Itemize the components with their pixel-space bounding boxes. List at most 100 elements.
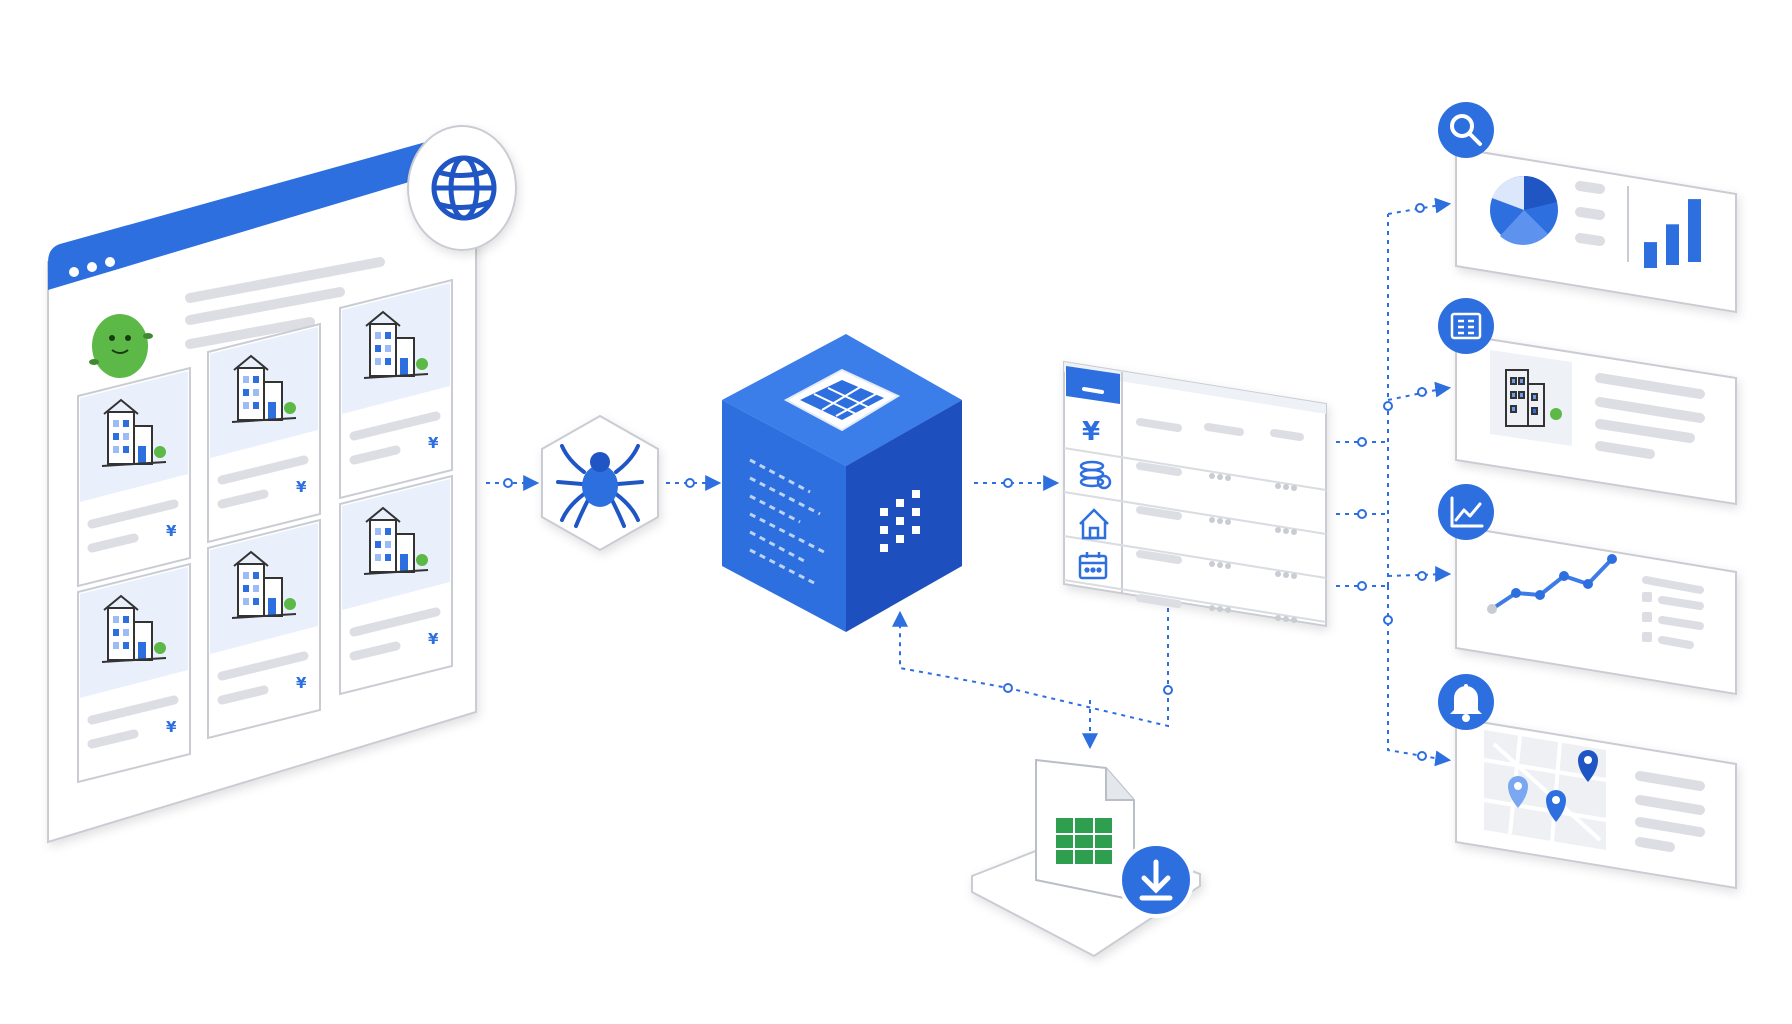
tree-icon xyxy=(416,358,428,370)
trend-point xyxy=(1583,579,1593,589)
window-dot-1[interactable] xyxy=(69,267,79,277)
pie-chart xyxy=(1490,175,1558,245)
grid-dot xyxy=(912,526,920,534)
bell-badge[interactable] xyxy=(1438,674,1494,730)
cube-right-face xyxy=(846,400,962,632)
listing-card[interactable]: ¥ xyxy=(207,322,321,544)
window-dot-3[interactable] xyxy=(105,257,115,267)
trend-badge[interactable] xyxy=(1438,484,1494,540)
price-yen-icon: ¥ xyxy=(428,434,439,452)
output-cards xyxy=(1438,102,1737,890)
grid-dot xyxy=(912,490,920,498)
map-pin-icon xyxy=(1508,750,1598,822)
trend-point xyxy=(1535,590,1545,600)
data-processing-cube[interactable] xyxy=(722,334,962,632)
tree-icon xyxy=(284,598,296,610)
bar xyxy=(1644,242,1657,268)
table-row[interactable] xyxy=(1063,579,1327,623)
grid-dot xyxy=(880,526,888,534)
building-icon xyxy=(101,398,167,467)
globe-badge[interactable] xyxy=(407,125,517,251)
table-header-cell xyxy=(1066,366,1120,404)
calendar-icon xyxy=(1078,552,1108,580)
grid-dot xyxy=(896,499,904,507)
legend-placeholder xyxy=(1575,181,1605,246)
search-icon xyxy=(1450,114,1482,146)
data-table[interactable]: ¥ xyxy=(1063,360,1327,628)
grid-dot xyxy=(912,508,920,516)
tree-icon xyxy=(154,642,166,654)
yen-icon: ¥ xyxy=(1082,417,1100,447)
browser-window: ¥ ¥ ¥ ¥ ¥ ¥ xyxy=(47,125,517,844)
trend-point xyxy=(1607,554,1617,564)
map-text-placeholder xyxy=(1635,771,1705,852)
listing-card[interactable]: ¥ xyxy=(339,278,453,500)
bar xyxy=(1666,224,1679,265)
building-icon xyxy=(101,594,167,663)
bar-chart xyxy=(1644,199,1701,268)
tree-icon xyxy=(416,554,428,566)
building-icon xyxy=(363,310,429,379)
header-text-placeholder xyxy=(185,257,385,349)
output-card-trend[interactable] xyxy=(1438,484,1737,696)
bar xyxy=(1688,199,1701,262)
listing-card[interactable]: ¥ xyxy=(77,562,191,784)
price-yen-icon: ¥ xyxy=(296,478,307,496)
tree-icon xyxy=(154,446,166,458)
detail-text-placeholder xyxy=(1595,373,1705,459)
coins-icon xyxy=(1079,460,1112,490)
grid-dot xyxy=(880,544,888,552)
listing-grid: ¥ ¥ ¥ ¥ ¥ ¥ xyxy=(77,278,453,784)
trend-line-chart xyxy=(1487,554,1617,614)
building-icon xyxy=(231,550,297,619)
price-yen-icon: ¥ xyxy=(296,674,307,692)
spider-icon xyxy=(556,444,644,528)
trend-point xyxy=(1511,588,1521,598)
globe-icon xyxy=(431,155,497,221)
table-row[interactable] xyxy=(1063,447,1327,491)
database-grid-icon xyxy=(783,368,901,432)
browser-title-bar xyxy=(48,128,476,290)
grid-dot xyxy=(896,517,904,525)
output-card-map[interactable] xyxy=(1438,674,1737,890)
download-icon xyxy=(1139,859,1173,901)
building-icon xyxy=(1505,369,1545,427)
price-yen-icon: ¥ xyxy=(428,630,439,648)
bell-icon xyxy=(1450,684,1482,722)
price-yen-icon: ¥ xyxy=(166,718,177,736)
search-badge[interactable] xyxy=(1438,102,1494,158)
map-tile xyxy=(1483,730,1607,850)
crawler-node[interactable] xyxy=(541,414,659,552)
table-row[interactable] xyxy=(1063,491,1327,535)
table-row[interactable] xyxy=(1063,535,1327,579)
trend-chart-icon xyxy=(1450,496,1484,528)
building-icon xyxy=(363,506,429,575)
cube-left-face xyxy=(722,400,846,632)
output-card-property-detail[interactable] xyxy=(1438,298,1737,506)
connector-table-loop xyxy=(892,608,1169,728)
table-row[interactable] xyxy=(1136,418,1304,441)
trend-point xyxy=(1487,604,1497,614)
report-badge[interactable] xyxy=(1438,298,1494,354)
table-rows xyxy=(1063,418,1327,623)
trend-point xyxy=(1559,571,1569,581)
listing-card[interactable]: ¥ xyxy=(339,474,453,696)
grid-dot xyxy=(880,508,888,516)
output-card-analytics[interactable] xyxy=(1438,102,1737,314)
grid-dot xyxy=(896,535,904,543)
building-icon xyxy=(231,354,297,423)
tree-icon xyxy=(284,402,296,414)
trend-legend-placeholder xyxy=(1642,576,1704,649)
mascot-avatar xyxy=(89,314,153,378)
window-dot-2[interactable] xyxy=(87,262,97,272)
spreadsheet-grid xyxy=(1056,818,1112,864)
report-icon xyxy=(1450,312,1482,340)
house-icon xyxy=(1079,508,1109,540)
download-button[interactable] xyxy=(1118,842,1194,918)
output-arrowheads xyxy=(1434,197,1452,767)
listing-card[interactable]: ¥ xyxy=(207,518,321,740)
connector-table-outputs xyxy=(1336,203,1447,761)
listing-card[interactable]: ¥ xyxy=(77,366,191,588)
export-file[interactable] xyxy=(971,758,1201,958)
